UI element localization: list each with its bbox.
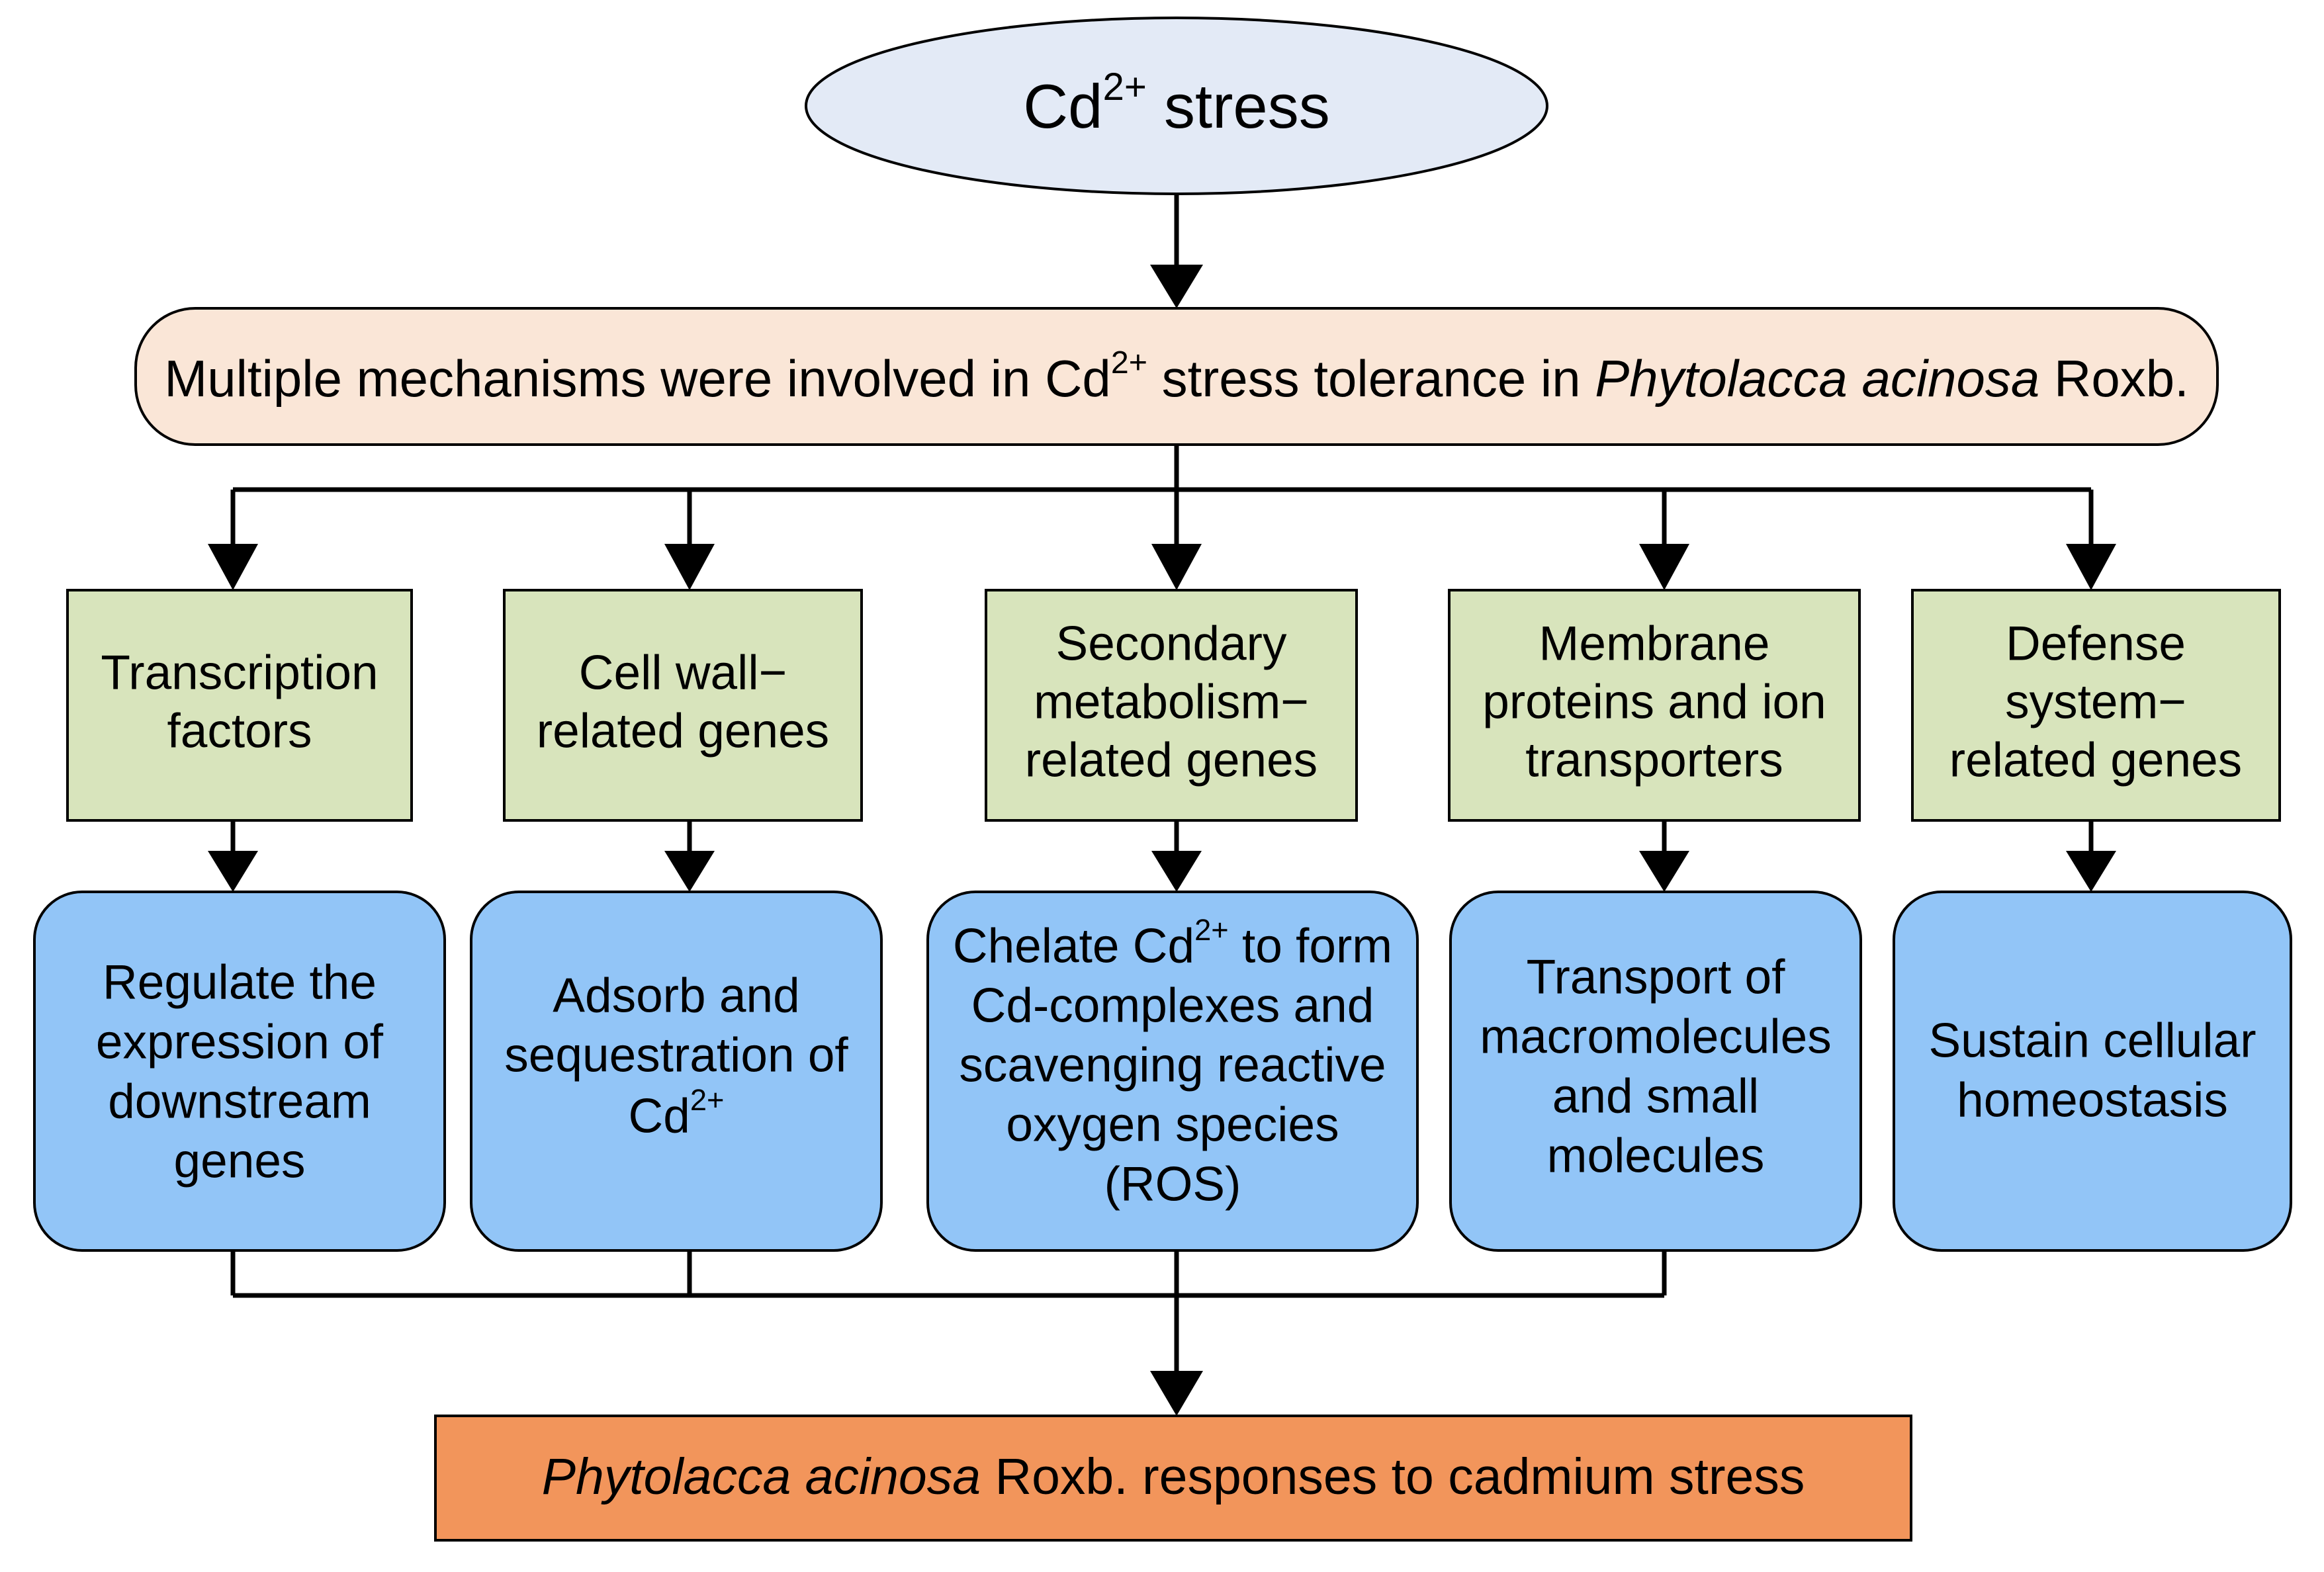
node-function-1-line-3: downstream — [108, 1074, 371, 1128]
node-category-membrane-proteins-and-ion-transporters[interactable]: Membrane proteins and ion transporters — [1448, 589, 1861, 822]
node-category-defense-system-related-genes[interactable]: Defense system− related genes — [1911, 589, 2281, 822]
node-function-regulate-downstream-genes[interactable]: Regulate the expression of downstream ge… — [33, 891, 446, 1252]
node-category-cell-wall-related-genes[interactable]: Cell wall− related genes — [503, 589, 863, 822]
connector-bus-to-category-2 — [664, 490, 715, 590]
node-category-2-line-1: Cell wall− — [579, 646, 787, 699]
connector-bus-to-category-5 — [2066, 490, 2116, 590]
node-function-4-line-3: and small — [1552, 1069, 1759, 1123]
node-mechanisms-banner-label: Multiple mechanisms were involved in Cd2… — [164, 345, 2189, 408]
connector-category-to-function-2 — [664, 820, 715, 892]
connector-banner-to-bus — [233, 445, 2091, 492]
node-category-transcription-factors[interactable]: Transcription factors — [66, 589, 413, 822]
node-category-3-line-1: Secondary — [1056, 617, 1287, 670]
node-category-4-line-1: Membrane — [1539, 617, 1770, 670]
node-category-4-line-2: proteins and ion — [1482, 675, 1826, 728]
node-mechanisms-banner[interactable]: Multiple mechanisms were involved in Cd2… — [134, 307, 2219, 446]
node-function-3-line-3: scavenging reactive — [959, 1038, 1386, 1092]
node-function-3-line-1: Chelate Cd2+ to form — [953, 913, 1392, 973]
node-outcome-bar[interactable]: Phytolacca acinosa Roxb. responses to ca… — [434, 1415, 1912, 1542]
node-category-4-line-3: transporters — [1525, 733, 1783, 787]
node-function-1-line-2: expression of — [96, 1015, 384, 1069]
connector-bus-to-category-4 — [1639, 490, 1689, 590]
node-function-3-line-2: Cd-complexes and — [971, 979, 1374, 1032]
node-function-2-line-1: Adsorb and — [553, 969, 799, 1022]
node-function-5-line-1: Sustain cellular — [1928, 1014, 2256, 1067]
node-category-secondary-metabolism-related-genes[interactable]: Secondary metabolism− related genes — [985, 589, 1358, 822]
connector-bus-to-outcome — [1150, 1295, 1203, 1416]
connector-category-to-function-4 — [1639, 820, 1689, 892]
node-function-4-line-1: Transport of — [1527, 950, 1786, 1004]
node-outcome-bar-label: Phytolacca acinosa Roxb. responses to ca… — [542, 1448, 1805, 1505]
node-function-3-line-5: (ROS) — [1104, 1157, 1241, 1211]
connector-stress-to-banner — [1150, 192, 1203, 308]
node-function-4-line-2: macromolecules — [1480, 1010, 1831, 1063]
node-cd-stress[interactable]: Cd2+ stress — [805, 17, 1548, 195]
connector-bus-to-category-3 — [1151, 490, 1202, 590]
node-category-1-line-1: Transcription — [101, 646, 378, 699]
node-function-5-line-2: homeostasis — [1957, 1073, 2228, 1127]
node-function-3-line-4: oxygen species — [1006, 1098, 1339, 1151]
connector-bus-to-category-1 — [208, 490, 258, 590]
node-function-adsorb-and-sequestration[interactable]: Adsorb and sequestration of Cd2+ — [470, 891, 883, 1252]
node-function-1-line-4: genes — [174, 1134, 306, 1188]
connector-category-to-function-5 — [2066, 820, 2116, 892]
node-category-5-line-2: system− — [2005, 675, 2186, 728]
node-category-5-line-3: related genes — [1949, 733, 2242, 787]
node-function-2-line-2: sequestration of — [504, 1028, 848, 1082]
node-function-chelate-and-scavenge-ros[interactable]: Chelate Cd2+ to form Cd-complexes and sc… — [926, 891, 1419, 1252]
connector-category-to-function-3 — [1151, 820, 1202, 892]
node-category-3-line-2: metabolism− — [1034, 675, 1309, 728]
node-category-1-line-2: factors — [167, 704, 312, 758]
connector-function-to-merge-bus — [230, 1250, 1667, 1298]
node-cd-stress-label: Cd2+ stress — [1023, 66, 1329, 141]
node-category-2-line-2: related genes — [537, 704, 829, 758]
node-function-1-line-1: Regulate the — [103, 955, 377, 1009]
node-category-3-line-3: related genes — [1025, 733, 1318, 787]
node-category-5-line-1: Defense — [2006, 617, 2186, 670]
connector-category-to-function-1 — [208, 820, 258, 892]
node-function-transport-molecules[interactable]: Transport of macromolecules and small mo… — [1449, 891, 1862, 1252]
node-function-4-line-4: molecules — [1547, 1129, 1765, 1182]
node-function-sustain-homeostasis[interactable]: Sustain cellular homeostasis — [1893, 891, 2292, 1252]
connector-layer — [208, 192, 2116, 1416]
